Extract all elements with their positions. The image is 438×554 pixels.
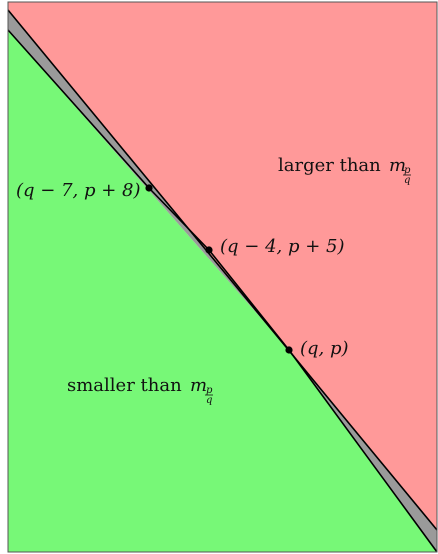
smaller-region-sub-den: q <box>206 395 212 406</box>
larger-region-label: larger than m p q <box>278 155 411 186</box>
larger-region-symbol: m <box>389 155 406 176</box>
point-q-dot <box>285 346 293 354</box>
point-label-q-4: (q − 4, p + 5) <box>220 236 345 257</box>
point-q-4-dot <box>205 246 213 254</box>
frame <box>7 1 438 553</box>
larger-region-sub-num: p <box>404 165 411 176</box>
smaller-region-label: smaller than m p q <box>67 375 213 406</box>
gap-region <box>8 10 437 552</box>
larger-region-text: larger than <box>278 155 381 176</box>
upper-boundary-line <box>7 9 438 531</box>
smaller-region-sub-num: p <box>206 385 213 396</box>
larger-region-sub-den: q <box>404 175 410 186</box>
point-label-q: (q, p) <box>300 338 349 359</box>
point-label-q-7: (q − 7, p + 8) <box>16 180 141 201</box>
point-q-7-dot <box>145 184 153 192</box>
smaller-region <box>8 30 437 552</box>
smaller-region-symbol: m <box>190 375 207 396</box>
smaller-region-text: smaller than <box>67 375 182 396</box>
